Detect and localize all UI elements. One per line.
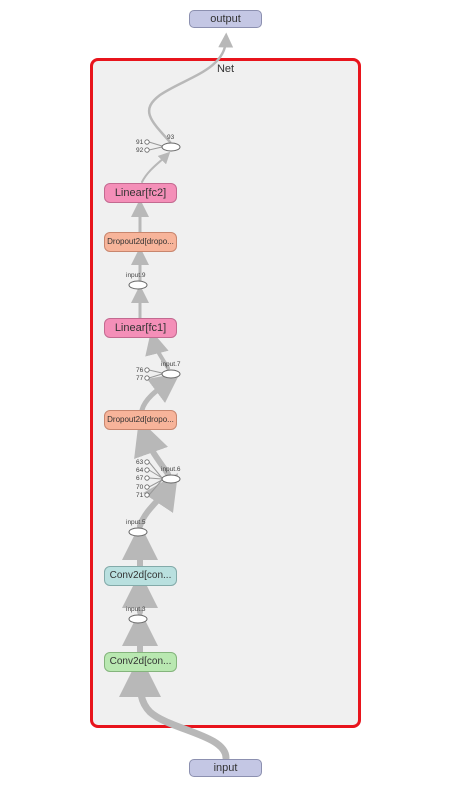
net-group-title: Net [216,63,235,75]
op-input9-label: input.9 [126,272,146,279]
input-node[interactable]: input [189,759,262,777]
dropout1-node[interactable]: Dropout2d[dropo... [104,410,177,430]
const-71-circle [144,492,150,498]
op-93-label: 93 [167,134,175,141]
linear-fc2-node[interactable]: Linear[fc2] [104,183,177,203]
linear-fc1-node[interactable]: Linear[fc1] [104,318,177,338]
edge-input5-input6 [137,473,178,529]
const-63-circle [144,459,150,465]
const-64-circle [144,467,150,473]
op-input6-node [161,474,181,484]
op-input5-node [128,527,148,537]
edge-fc2-op93 [141,151,171,183]
edge-input7-fc1 [145,330,170,370]
const-71-label: 71 [136,492,144,499]
const-92-label: 92 [136,147,144,154]
op-input3-node [128,614,148,624]
conv2-node[interactable]: Conv2d[con... [104,566,177,586]
op-input6-label: input.6 [161,466,181,473]
const-77-label: 77 [136,375,144,382]
edge-op93-output [148,32,234,144]
const-92-circle [144,147,150,153]
op-input5-label: input.5 [126,519,146,526]
op-input3-label: input.3 [126,606,146,613]
edge-input-conv1 [119,655,230,762]
const-67-circle [144,475,150,481]
const-77-circle [144,375,150,381]
edge-input6-dropout1 [134,419,171,477]
const-76-label: 76 [136,367,144,374]
const-91-label: 91 [136,139,144,146]
const-76-circle [144,367,150,373]
op-input9-node [128,280,148,290]
const-63-label: 63 [136,459,144,466]
op-input7-node [161,369,181,379]
op-93-node [161,142,181,152]
const-64-label: 64 [136,467,144,474]
edge-dropout1-input7 [139,373,181,413]
const-70-circle [144,484,150,490]
const-91-circle [144,139,150,145]
dropout2-node[interactable]: Dropout2d[dropo... [104,232,177,252]
const-67-label: 67 [136,475,144,482]
output-node[interactable]: output [189,10,262,28]
op-input7-label: input.7 [161,361,181,368]
const-70-label: 70 [136,484,144,491]
conv1-node[interactable]: Conv2d[con... [104,652,177,672]
